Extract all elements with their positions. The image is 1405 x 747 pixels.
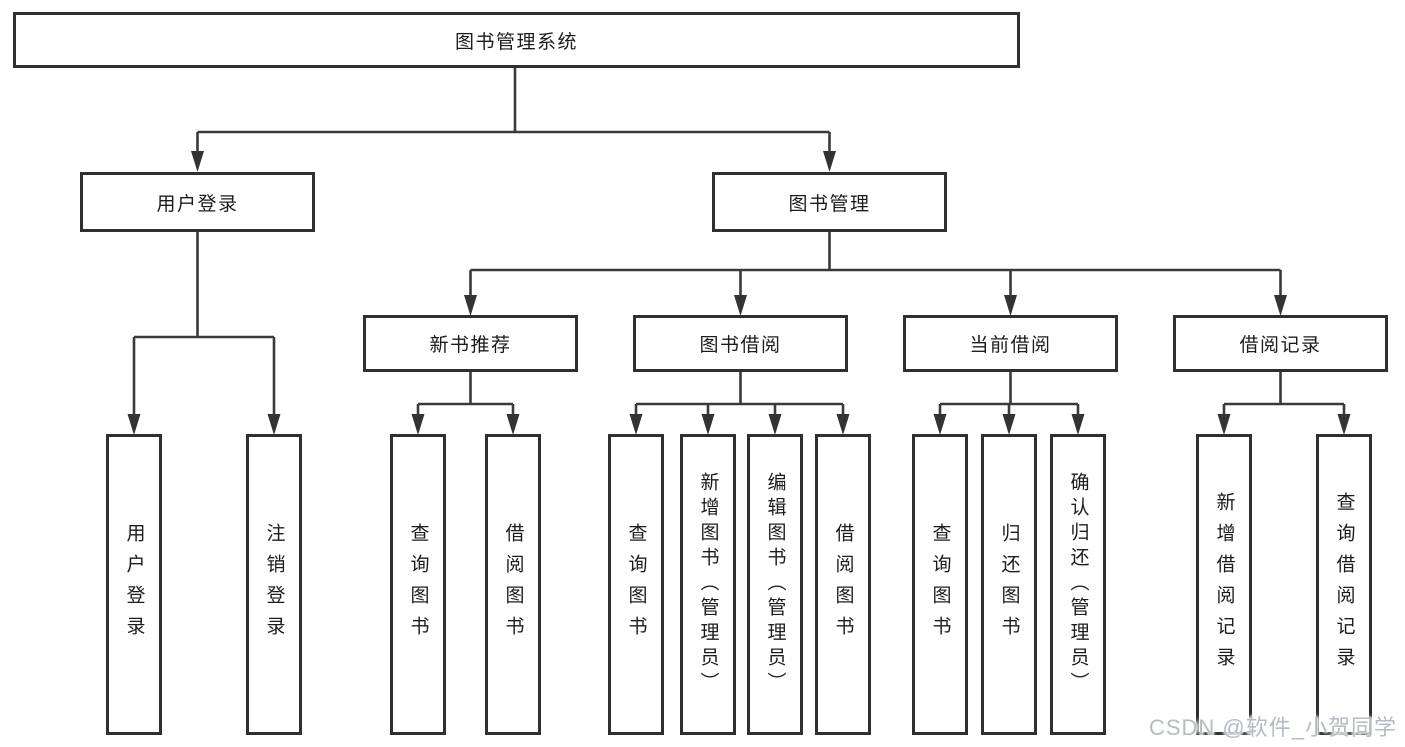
node-confirm-return-admin: 确认归还（管理员） [1050, 434, 1106, 735]
node-query-borrow-record: 查询借阅记录 [1316, 434, 1372, 735]
node-label: 查询借阅记录 [1333, 491, 1355, 678]
node-label: 新书推荐 [429, 335, 512, 356]
node-label: 查询图书 [929, 522, 951, 647]
node-label: 查询图书 [407, 522, 429, 647]
node-label: 借阅图书 [502, 522, 524, 647]
node-borrow-books-leaf: 借阅图书 [815, 434, 871, 735]
node-label: 查询图书 [625, 522, 647, 647]
node-logout-leaf: 注销登录 [246, 434, 302, 735]
node-user-login: 用户登录 [80, 172, 315, 232]
node-label: 新增图书（管理员） [697, 472, 719, 697]
node-query-books-current: 查询图书 [912, 434, 968, 735]
node-label: 确认归还（管理员） [1067, 472, 1089, 697]
node-edit-book-admin: 编辑图书（管理员） [747, 434, 803, 735]
node-borrow-records: 借阅记录 [1173, 315, 1388, 372]
node-label: 新增借阅记录 [1213, 491, 1235, 678]
node-label: 用户登录 [123, 522, 145, 647]
node-label: 图书管理系统 [454, 31, 578, 53]
node-book-borrow: 图书借阅 [633, 315, 848, 372]
node-query-books-recommend: 查询图书 [390, 434, 446, 735]
node-label: 借阅记录 [1239, 335, 1322, 356]
node-label: 用户登录 [156, 193, 239, 215]
node-borrow-books-recommend: 借阅图书 [485, 434, 541, 735]
node-label: 图书管理 [788, 193, 871, 215]
node-new-book-recommend: 新书推荐 [363, 315, 578, 372]
node-return-books: 归还图书 [981, 434, 1037, 735]
node-label: 图书借阅 [699, 335, 782, 356]
node-book-management: 图书管理 [712, 172, 947, 232]
node-user-login-leaf: 用户登录 [106, 434, 162, 735]
node-label: 注销登录 [263, 522, 285, 647]
node-query-books-borrow: 查询图书 [608, 434, 664, 735]
node-label: 归还图书 [998, 522, 1020, 647]
node-current-borrow: 当前借阅 [903, 315, 1118, 372]
node-library-system: 图书管理系统 [13, 12, 1020, 68]
node-label: 编辑图书（管理员） [764, 472, 786, 697]
node-label: 当前借阅 [969, 335, 1052, 356]
csdn-watermark: CSDN @软件_小贺同学 [1148, 715, 1397, 740]
node-add-book-admin: 新增图书（管理员） [680, 434, 736, 735]
node-add-borrow-record: 新增借阅记录 [1196, 434, 1252, 735]
node-label: 借阅图书 [832, 522, 854, 647]
